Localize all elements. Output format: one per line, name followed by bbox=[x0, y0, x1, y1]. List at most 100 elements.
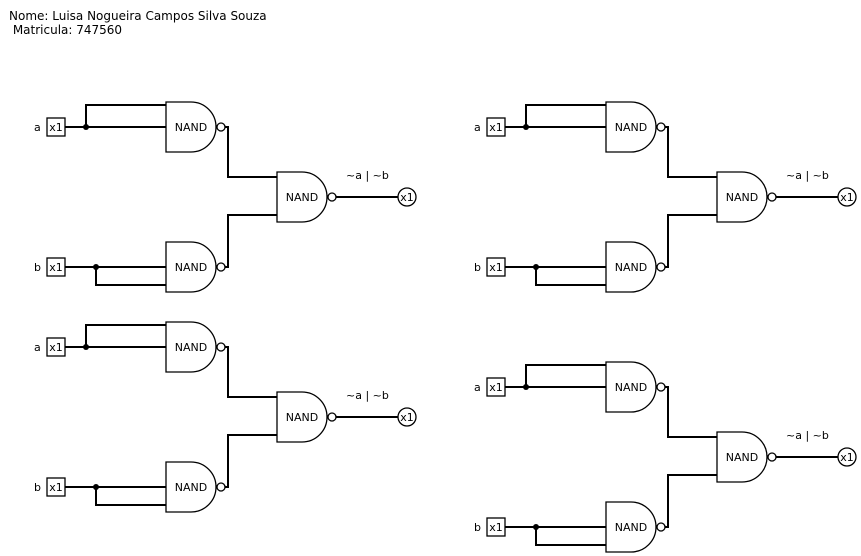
gate-label: NAND bbox=[286, 411, 318, 424]
wire-top-gate-out bbox=[664, 386, 717, 438]
inverter-bubble bbox=[656, 382, 666, 392]
inverter-bubble bbox=[767, 192, 777, 202]
gate-label: NAND bbox=[615, 121, 647, 134]
input-pin-value: x1 bbox=[49, 341, 63, 354]
output-pin[interactable]: x1 bbox=[397, 407, 417, 427]
inverter-bubble bbox=[216, 342, 226, 352]
wire-top-gate-out bbox=[664, 126, 717, 178]
output-expression-label: ~a | ~b bbox=[346, 169, 389, 182]
wire-a-upper bbox=[525, 364, 606, 387]
input-pin-box bbox=[486, 517, 506, 537]
input-pin-a[interactable]: a x1 bbox=[34, 117, 66, 137]
input-label: a bbox=[474, 121, 481, 134]
output-pin-value: x1 bbox=[840, 191, 854, 204]
input-pin-value: x1 bbox=[49, 261, 63, 274]
wire-junction bbox=[533, 264, 539, 270]
inverter-bubble bbox=[327, 412, 337, 422]
gate-label: NAND bbox=[175, 261, 207, 274]
wire-junction bbox=[83, 344, 89, 350]
output-pin-value: x1 bbox=[400, 411, 414, 424]
input-pin-value: x1 bbox=[489, 121, 503, 134]
nand-gate-a[interactable]: NAND bbox=[165, 101, 226, 153]
nand-gate-output[interactable]: NAND bbox=[276, 171, 337, 223]
inverter-bubble bbox=[216, 122, 226, 132]
header: Nome: Luisa Nogueira Campos Silva Souza … bbox=[9, 9, 267, 37]
nand-gate-b[interactable]: NAND bbox=[605, 241, 666, 293]
input-pin-value: x1 bbox=[49, 121, 63, 134]
inverter-bubble bbox=[216, 262, 226, 272]
nand-gate-output[interactable]: NAND bbox=[716, 431, 777, 483]
student-name: Nome: Luisa Nogueira Campos Silva Souza bbox=[9, 9, 267, 23]
input-pin-value: x1 bbox=[489, 381, 503, 394]
output-pin-value: x1 bbox=[400, 191, 414, 204]
inverter-bubble bbox=[767, 452, 777, 462]
input-pin-a[interactable]: a x1 bbox=[474, 117, 506, 137]
nand-gate-b[interactable]: NAND bbox=[605, 501, 666, 553]
wire-b-lower bbox=[535, 527, 606, 546]
nand-gate-body bbox=[716, 431, 768, 483]
output-expression-label: ~a | ~b bbox=[786, 429, 829, 442]
nand-gate-body bbox=[716, 171, 768, 223]
inverter-bubble bbox=[216, 482, 226, 492]
input-pin-b[interactable]: b x1 bbox=[474, 517, 506, 537]
nand-gate-body bbox=[165, 241, 217, 293]
nand-gate-a[interactable]: NAND bbox=[605, 101, 666, 153]
input-pin-box bbox=[46, 257, 66, 277]
nand-gate-output[interactable]: NAND bbox=[716, 171, 777, 223]
gate-label: NAND bbox=[286, 191, 318, 204]
gate-label: NAND bbox=[175, 341, 207, 354]
nand-gate-body bbox=[165, 461, 217, 513]
output-pin[interactable]: x1 bbox=[837, 187, 857, 207]
nand-gate-body bbox=[165, 101, 217, 153]
nand-gate-body bbox=[605, 361, 657, 413]
student-id: Matricula: 747560 bbox=[9, 23, 123, 37]
output-pin-circle bbox=[397, 187, 417, 207]
input-pin-b[interactable]: b x1 bbox=[34, 477, 66, 497]
gate-label: NAND bbox=[175, 121, 207, 134]
input-label: b bbox=[34, 481, 41, 494]
input-label: b bbox=[474, 521, 481, 534]
input-pin-b[interactable]: b x1 bbox=[34, 257, 66, 277]
wire-a-upper bbox=[85, 104, 166, 127]
wire-top-gate-out bbox=[224, 346, 277, 398]
output-pin-value: x1 bbox=[840, 451, 854, 464]
nand-gate-a[interactable]: NAND bbox=[605, 361, 666, 413]
nand-gate-a[interactable]: NAND bbox=[165, 321, 226, 373]
nand-gate-b[interactable]: NAND bbox=[165, 461, 226, 513]
wire-b-lower bbox=[535, 267, 606, 286]
wire-bottom-gate-out bbox=[224, 434, 277, 488]
wire-junction bbox=[523, 124, 529, 130]
wire-junction bbox=[93, 264, 99, 270]
wire-junction bbox=[93, 484, 99, 490]
input-label: a bbox=[34, 341, 41, 354]
input-pin-a[interactable]: a x1 bbox=[34, 337, 66, 357]
input-pin-box bbox=[486, 117, 506, 137]
input-label: b bbox=[474, 261, 481, 274]
input-label: b bbox=[34, 261, 41, 274]
input-pin-box bbox=[46, 117, 66, 137]
inverter-bubble bbox=[656, 522, 666, 532]
nand-gate-body bbox=[605, 241, 657, 293]
gate-label: NAND bbox=[726, 451, 758, 464]
output-pin[interactable]: x1 bbox=[837, 447, 857, 467]
input-pin-value: x1 bbox=[49, 481, 63, 494]
nand-gate-body bbox=[605, 101, 657, 153]
input-pin-value: x1 bbox=[489, 521, 503, 534]
nand-gate-output[interactable]: NAND bbox=[276, 391, 337, 443]
wire-b-lower bbox=[95, 267, 166, 286]
nand-or-circuit: NAND NAND NAND a x1 b x1 x1 ~a | ~b bbox=[34, 321, 417, 513]
output-expression-label: ~a | ~b bbox=[346, 389, 389, 402]
nand-gate-b[interactable]: NAND bbox=[165, 241, 226, 293]
output-pin-circle bbox=[397, 407, 417, 427]
wire-junction bbox=[533, 524, 539, 530]
input-label: a bbox=[34, 121, 41, 134]
input-pin-box bbox=[46, 337, 66, 357]
gate-label: NAND bbox=[615, 521, 647, 534]
output-pin[interactable]: x1 bbox=[397, 187, 417, 207]
output-pin-circle bbox=[837, 187, 857, 207]
